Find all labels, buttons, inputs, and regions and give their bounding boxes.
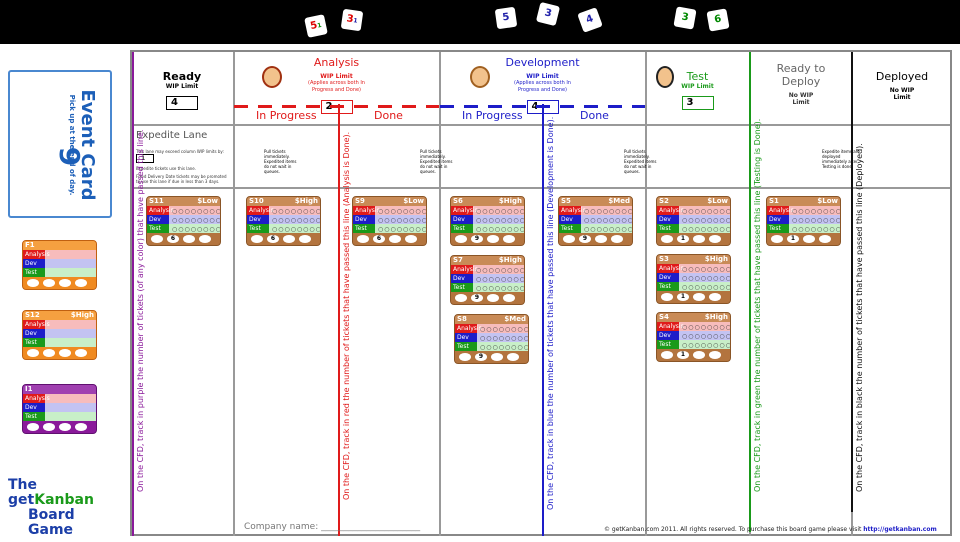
dev-in-progress: In Progress xyxy=(462,109,523,122)
col-test: Test WIP Limit 3 xyxy=(681,70,714,110)
wip-test[interactable]: 3 xyxy=(681,96,714,110)
expedite-note: This lane may exceed column WIP limits b… xyxy=(136,149,227,184)
expedite-lane-title: Expedite Lane xyxy=(136,130,208,141)
wip-ready[interactable]: 4 xyxy=(166,96,198,110)
cfd-note-green: On the CFD, track in green the number of… xyxy=(753,118,762,492)
side-card-f1[interactable]: F1 Analysis Dev Test xyxy=(22,240,97,290)
col-deployed: Deployed No WIP Limit xyxy=(875,70,929,101)
company-name-label: Company name: ______________________ xyxy=(244,522,421,532)
analysis-in-progress: In Progress xyxy=(256,109,317,122)
logo: The getKanban Board Game xyxy=(8,477,94,538)
die[interactable]: 3 xyxy=(535,1,561,27)
cfd-note-purple: On the CFD, track in purple the number o… xyxy=(136,129,145,492)
event-card-title: Event Card xyxy=(77,89,98,201)
pull-note-3: Pull tickets immediately. Expedited item… xyxy=(624,149,657,174)
avatar-analysis xyxy=(262,66,282,88)
cfd-note-blue: On the CFD, track in blue the number of … xyxy=(546,116,555,510)
dev-done: Done xyxy=(580,109,609,122)
die[interactable]: 4 xyxy=(577,7,603,33)
die[interactable]: 3 xyxy=(673,6,697,30)
side-card-i1[interactable]: I1 Analysis Dev Test xyxy=(22,384,97,434)
pull-note-1: Pull tickets immediately. Expedited item… xyxy=(264,149,297,174)
die[interactable]: 5 xyxy=(494,6,518,30)
col-ready: Ready WIP Limit 4 xyxy=(162,70,202,110)
side-card-s12[interactable]: S12 $High Analysis Dev Test xyxy=(22,310,97,360)
avatar-development xyxy=(470,66,490,88)
top-bar: 51 31 5 3 4 3 6 xyxy=(0,0,960,44)
col-ready-to-deploy: Ready to Deploy No WIP Limit xyxy=(776,62,826,106)
event-card[interactable]: Event Card Pick up at the end of day. 9 xyxy=(8,70,112,218)
die[interactable]: 6 xyxy=(706,8,730,32)
die[interactable]: 31 xyxy=(340,8,364,32)
board-area: Event Card Pick up at the end of day. 9 … xyxy=(0,44,960,542)
die[interactable]: 51 xyxy=(304,14,328,38)
pull-note-4: Expedite items are deployed immediately … xyxy=(822,149,860,169)
kanban-board: Ready WIP Limit 4 Analysis WIP Limit (Ap… xyxy=(130,50,952,536)
avatar-test xyxy=(656,66,674,88)
pull-note-2: Pull tickets immediately. Expedited item… xyxy=(420,149,453,174)
col-analysis: Analysis WIP Limit (Applies across both … xyxy=(234,56,439,114)
cfd-note-black: On the CFD, track in black the number of… xyxy=(855,143,864,492)
event-card-number: 9 xyxy=(53,146,87,167)
analysis-done: Done xyxy=(374,109,403,122)
footer: © getKanban.com 2011. All rights reserve… xyxy=(604,526,937,533)
event-card-subtitle: Pick up at the end of day. xyxy=(68,94,76,196)
cfd-note-red: On the CFD, track in red the number of t… xyxy=(342,131,351,500)
